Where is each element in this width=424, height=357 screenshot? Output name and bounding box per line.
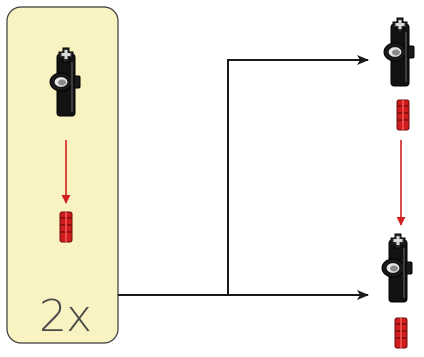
- assembled-result-top: [383, 17, 415, 131]
- output-arrow-top: [227, 55, 369, 295]
- quantity-label: 2x: [39, 291, 91, 342]
- parts-list-panel: [6, 6, 119, 344]
- red-pin-part: [59, 211, 73, 243]
- assembled-result-bottom: [381, 233, 413, 349]
